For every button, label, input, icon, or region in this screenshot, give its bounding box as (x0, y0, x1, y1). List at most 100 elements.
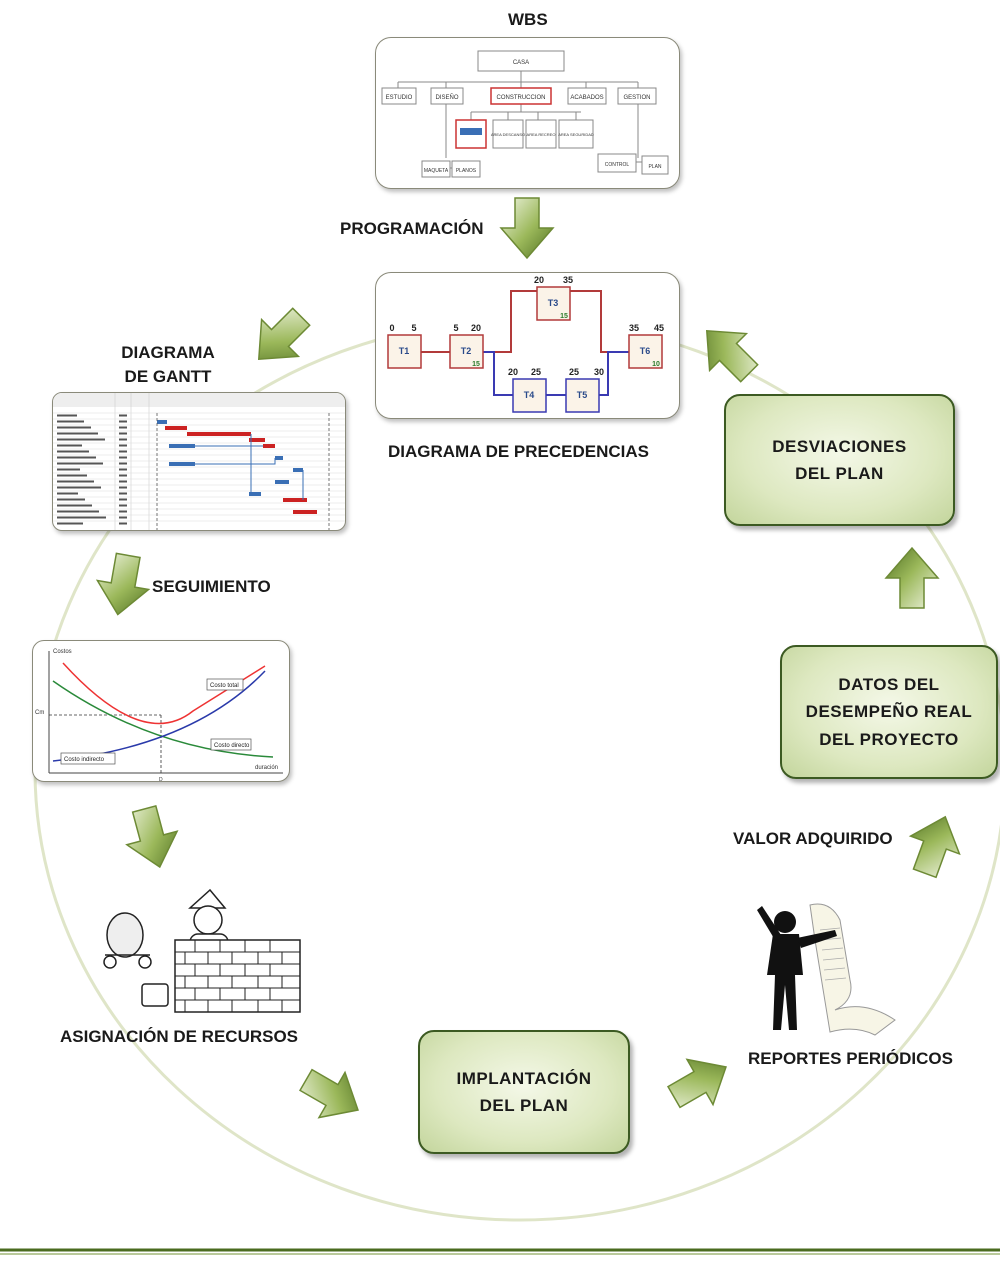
curve-costo-directo (52, 680, 274, 758)
label-costo-indirecto: Costo indirecto (64, 757, 105, 763)
gantt-row-duration (119, 510, 127, 513)
gantt-row-text (57, 456, 96, 459)
wbs-node-acabados: ACABADOS (570, 95, 603, 101)
svg-text:35: 35 (629, 323, 639, 333)
cost-chart-panel: Costos duración Cm D Costo total Costo d… (32, 640, 290, 782)
gantt-row-text (57, 444, 82, 447)
svg-text:5: 5 (453, 323, 458, 333)
gantt-row-text (57, 432, 98, 435)
wbs-node-area-recreo: AREA RECREO (527, 132, 556, 137)
label-seguimiento: SEGUIMIENTO (152, 577, 271, 596)
label-diagrama-precedencias: DIAGRAMA DE PRECEDENCIAS (388, 442, 650, 461)
gantt-row-duration (119, 516, 127, 519)
cost-xlabel: duración (255, 765, 278, 771)
gantt-row-duration (119, 426, 127, 429)
gantt-row-duration (119, 456, 127, 459)
node-t3: T3 (548, 298, 559, 308)
arrow-to-reportes (660, 1043, 740, 1121)
cost-chart: Costos duración Cm D Costo total Costo d… (35, 649, 283, 781)
gantt-row-text (57, 462, 103, 465)
box-datos-desempeno: DATOS DEL DESEMPEÑO REAL DEL PROYECTO (780, 645, 998, 779)
label-costo-directo: Costo directo (214, 743, 250, 749)
reporter-illustration (757, 903, 896, 1036)
gantt-row-text (57, 510, 99, 513)
gantt-row-duration (119, 450, 127, 453)
node-t1: T1 (399, 346, 410, 356)
svg-text:20: 20 (534, 275, 544, 285)
cost-ylabel: Costos (53, 649, 72, 655)
svg-text:30: 30 (594, 367, 604, 377)
arrow-to-precedencias (687, 311, 769, 393)
gantt-chart (53, 393, 345, 530)
gantt-row-text (57, 414, 77, 417)
wbs-title: WBS (508, 10, 548, 29)
node-t4: T4 (524, 390, 535, 400)
gantt-row-text (57, 504, 92, 507)
box-implantacion-plan: IMPLANTACIÓN DEL PLAN (418, 1030, 630, 1154)
wbs-node-planos: PLANOS (456, 168, 477, 174)
wbs-tree: CASA ESTUDIO DISEÑO CONSTRUCCION ACABADO… (381, 50, 669, 178)
svg-text:5: 5 (411, 323, 416, 333)
gantt-row-text (57, 474, 87, 477)
wbs-node-plan: PLAN (648, 164, 661, 170)
gantt-panel (52, 392, 346, 531)
wbs-node-control: CONTROL (605, 162, 630, 168)
gantt-row-text (57, 522, 83, 525)
gantt-row-text (57, 426, 91, 429)
label-costo-total: Costo total (210, 683, 239, 689)
label-reportes-periodicos: REPORTES PERIÓDICOS (748, 1049, 953, 1068)
precedence-diagram: T1 0 5 T2 5 20 15 T3 20 35 15 T4 20 25 T… (387, 275, 664, 413)
gantt-row-duration (119, 480, 127, 483)
curve-costo-total (62, 662, 266, 725)
node-t5: T5 (577, 390, 588, 400)
worker-bricks-illustration (103, 888, 301, 1013)
node-t2: T2 (461, 346, 472, 356)
gantt-row-duration (119, 462, 127, 465)
gantt-row-text (57, 516, 106, 519)
cost-d-label: D (159, 777, 163, 781)
label-valor-adquirido: VALOR ADQUIRIDO (733, 829, 893, 848)
arrow-to-recursos (118, 801, 186, 875)
wbs-node-estudio: ESTUDIO (386, 95, 413, 101)
wbs-root: CASA (513, 60, 529, 66)
gantt-row-duration (119, 420, 127, 423)
gantt-row-duration (119, 522, 127, 525)
gantt-row-duration (119, 492, 127, 495)
node-t6: T6 (640, 346, 651, 356)
gantt-row-text (57, 480, 94, 483)
svg-text:15: 15 (560, 313, 568, 320)
wbs-node-construccion: CONSTRUCCION (497, 95, 546, 101)
arrow-to-desviaciones (885, 547, 939, 609)
arrow-seguimiento (91, 550, 155, 620)
wbs-node-diseno: DISEÑO (435, 94, 458, 101)
gantt-row-text (57, 498, 85, 501)
gantt-row-text (57, 492, 78, 495)
gantt-row-duration (119, 444, 127, 447)
gantt-row-text (57, 486, 101, 489)
label-diagrama-gantt: DIAGRAMA DE GANTT (121, 343, 215, 386)
svg-text:25: 25 (569, 367, 579, 377)
svg-text:15: 15 (472, 361, 480, 368)
svg-text:0: 0 (389, 323, 394, 333)
arrow-to-implantacion (292, 1056, 372, 1134)
gantt-bars (157, 420, 317, 514)
gantt-row-duration (119, 498, 127, 501)
arrow-valor-adquirido (899, 807, 971, 883)
label-programacion: PROGRAMACIÓN (340, 219, 484, 238)
gantt-row-text (57, 468, 80, 471)
arrow-to-gantt (239, 297, 321, 379)
svg-text:20: 20 (471, 323, 481, 333)
gantt-row-duration (119, 474, 127, 477)
gantt-row-duration (119, 486, 127, 489)
gantt-row-text (57, 438, 105, 441)
svg-text:35: 35 (563, 275, 573, 285)
wbs-node-maqueta: MAQUETA (424, 168, 449, 174)
box-desviaciones-plan: DESVIACIONES DEL PLAN (724, 394, 955, 526)
arrow-programacion (500, 197, 554, 259)
label-asignacion-recursos: ASIGNACIÓN DE RECURSOS (60, 1027, 299, 1046)
gantt-row-duration (119, 468, 127, 471)
wbs-node-area-seguridad: AREA SEGURIDAD (558, 132, 594, 137)
gantt-row-duration (119, 432, 127, 435)
svg-text:20: 20 (508, 367, 518, 377)
svg-text:10: 10 (652, 361, 660, 368)
